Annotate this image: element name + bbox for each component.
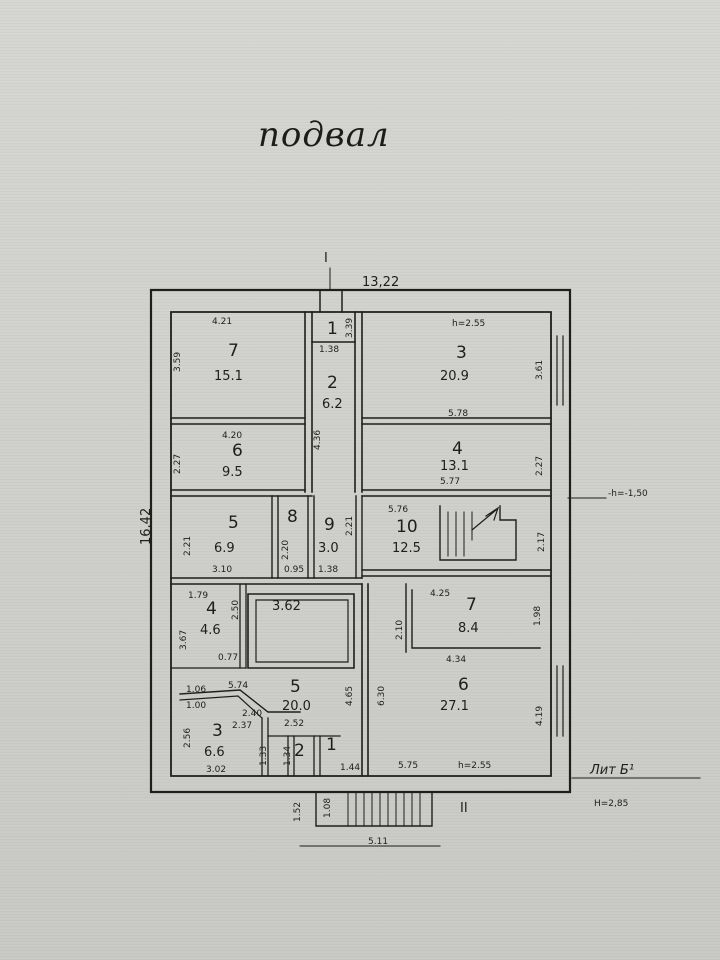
dimension: 3.02 — [206, 765, 226, 775]
dimension: 2.27 — [173, 454, 183, 474]
window-top — [550, 335, 564, 406]
inner-wall-outline — [170, 311, 552, 777]
dimension: 1.08 — [323, 798, 333, 818]
dimension: 2.21 — [183, 536, 193, 556]
section-mark-top: I — [324, 251, 328, 266]
room-number: 5 — [290, 677, 301, 697]
outer-wall-outline — [149, 288, 572, 794]
dimension: 4.36 — [313, 430, 323, 450]
lit-name: Лит Б¹ — [589, 763, 634, 778]
room-number: 2 — [327, 373, 338, 393]
dimension: 2.21 — [345, 516, 355, 536]
dimension: 2.17 — [537, 532, 547, 552]
external-stair — [315, 791, 433, 827]
room-area: 6.6 — [204, 745, 225, 760]
dimension: 1.06 — [186, 685, 206, 695]
dimension: h=2.55 — [458, 761, 491, 771]
dimension: 1.38 — [318, 565, 338, 575]
room-area: 9.5 — [222, 465, 243, 480]
room-area: 13.1 — [440, 459, 469, 474]
overall-width: 13,22 — [362, 275, 399, 290]
room-number: 1 — [327, 319, 338, 339]
dimension: 1.33 — [259, 746, 269, 766]
section-mark-bottom: II — [460, 801, 468, 816]
page-title: подвал — [258, 115, 390, 155]
room-number: 1 — [326, 735, 337, 755]
dimension: 2.40 — [242, 709, 262, 719]
dimension: 1.00 — [186, 701, 206, 711]
stair-width: 5.11 — [368, 837, 388, 847]
dimension-labels: 4.21 3.59 1.38 3.39 h=2.55 3.61 4.20 2.2… — [173, 317, 547, 818]
room-number: 4 — [206, 599, 217, 619]
dimension: 5.77 — [440, 477, 460, 487]
dimension: 0.77 — [218, 653, 238, 663]
room-area: 15.1 — [214, 369, 243, 384]
dimension: 1.38 — [319, 345, 339, 355]
room-labels: 7 15.1 1 2 6.2 3 20.9 6 9.5 4 13.1 5 6.9… — [200, 319, 479, 761]
room-area: 20.0 — [282, 699, 311, 714]
room-number: 4 — [452, 439, 463, 459]
dimension: 2.20 — [281, 540, 291, 560]
lit-height: H=2,85 — [594, 799, 628, 809]
room-area: 12.5 — [392, 541, 421, 556]
room-area: 3.0 — [318, 541, 339, 556]
dimension: 2.10 — [395, 620, 405, 640]
room-number: 10 — [396, 517, 418, 537]
room-number: 8 — [287, 507, 298, 527]
dimension: 5.75 — [398, 761, 418, 771]
dimension: 4.65 — [345, 686, 355, 706]
dimension: 3.62 — [272, 599, 301, 614]
dimension: 2.37 — [232, 721, 252, 731]
dimension: 5.76 — [388, 505, 408, 515]
dimension: 4.19 — [535, 706, 545, 726]
room-number: 3 — [456, 343, 467, 363]
dimension: 3.39 — [345, 318, 355, 338]
room-area: 27.1 — [440, 699, 469, 714]
room-area: 6.2 — [322, 397, 343, 412]
dimension: 1.34 — [283, 746, 293, 766]
room-number: 7 — [228, 341, 239, 361]
staircase — [439, 505, 517, 561]
room-number: 5 — [228, 513, 239, 533]
level-mark: -h=-1,50 — [608, 489, 648, 499]
dimension: 1.44 — [340, 763, 360, 773]
room-number: 2 — [294, 741, 305, 761]
room-area: 6.9 — [214, 541, 235, 556]
stair-depth: 1.52 — [293, 802, 303, 822]
dimension: 2.56 — [183, 728, 193, 748]
room-area: 20.9 — [440, 369, 469, 384]
room-number: 3 — [212, 721, 223, 741]
window-bottom — [550, 665, 564, 737]
dimension: 6.30 — [377, 686, 387, 706]
dimension: 2.52 — [284, 719, 304, 729]
light-well — [247, 593, 355, 669]
room-number: 6 — [458, 675, 469, 695]
room-number: 7 — [466, 595, 477, 615]
dimension: 5.78 — [448, 409, 468, 419]
dimension: 3.61 — [535, 360, 545, 380]
dimension: 3.59 — [173, 352, 183, 372]
dimension: 4.34 — [446, 655, 466, 665]
room-area: 8.4 — [458, 621, 479, 636]
room-number: 9 — [324, 515, 335, 535]
room-number: 6 — [232, 441, 243, 461]
dimension: 4.21 — [212, 317, 232, 327]
dimension: 1.98 — [533, 606, 543, 626]
dimension: 2.27 — [535, 456, 545, 476]
overall-height: 16,42 — [139, 508, 154, 545]
dimension: 4.20 — [222, 431, 242, 441]
dimension: 2.50 — [231, 600, 241, 620]
dimension: h=2.55 — [452, 319, 485, 329]
room-area: 4.6 — [200, 623, 221, 638]
dimension: 5.74 — [228, 681, 248, 691]
dimension: 3.67 — [179, 630, 189, 650]
dimension: 3.10 — [212, 565, 232, 575]
dimension: 1.79 — [188, 591, 208, 601]
dimension: 4.25 — [430, 589, 450, 599]
dimension: 0.95 — [284, 565, 304, 575]
